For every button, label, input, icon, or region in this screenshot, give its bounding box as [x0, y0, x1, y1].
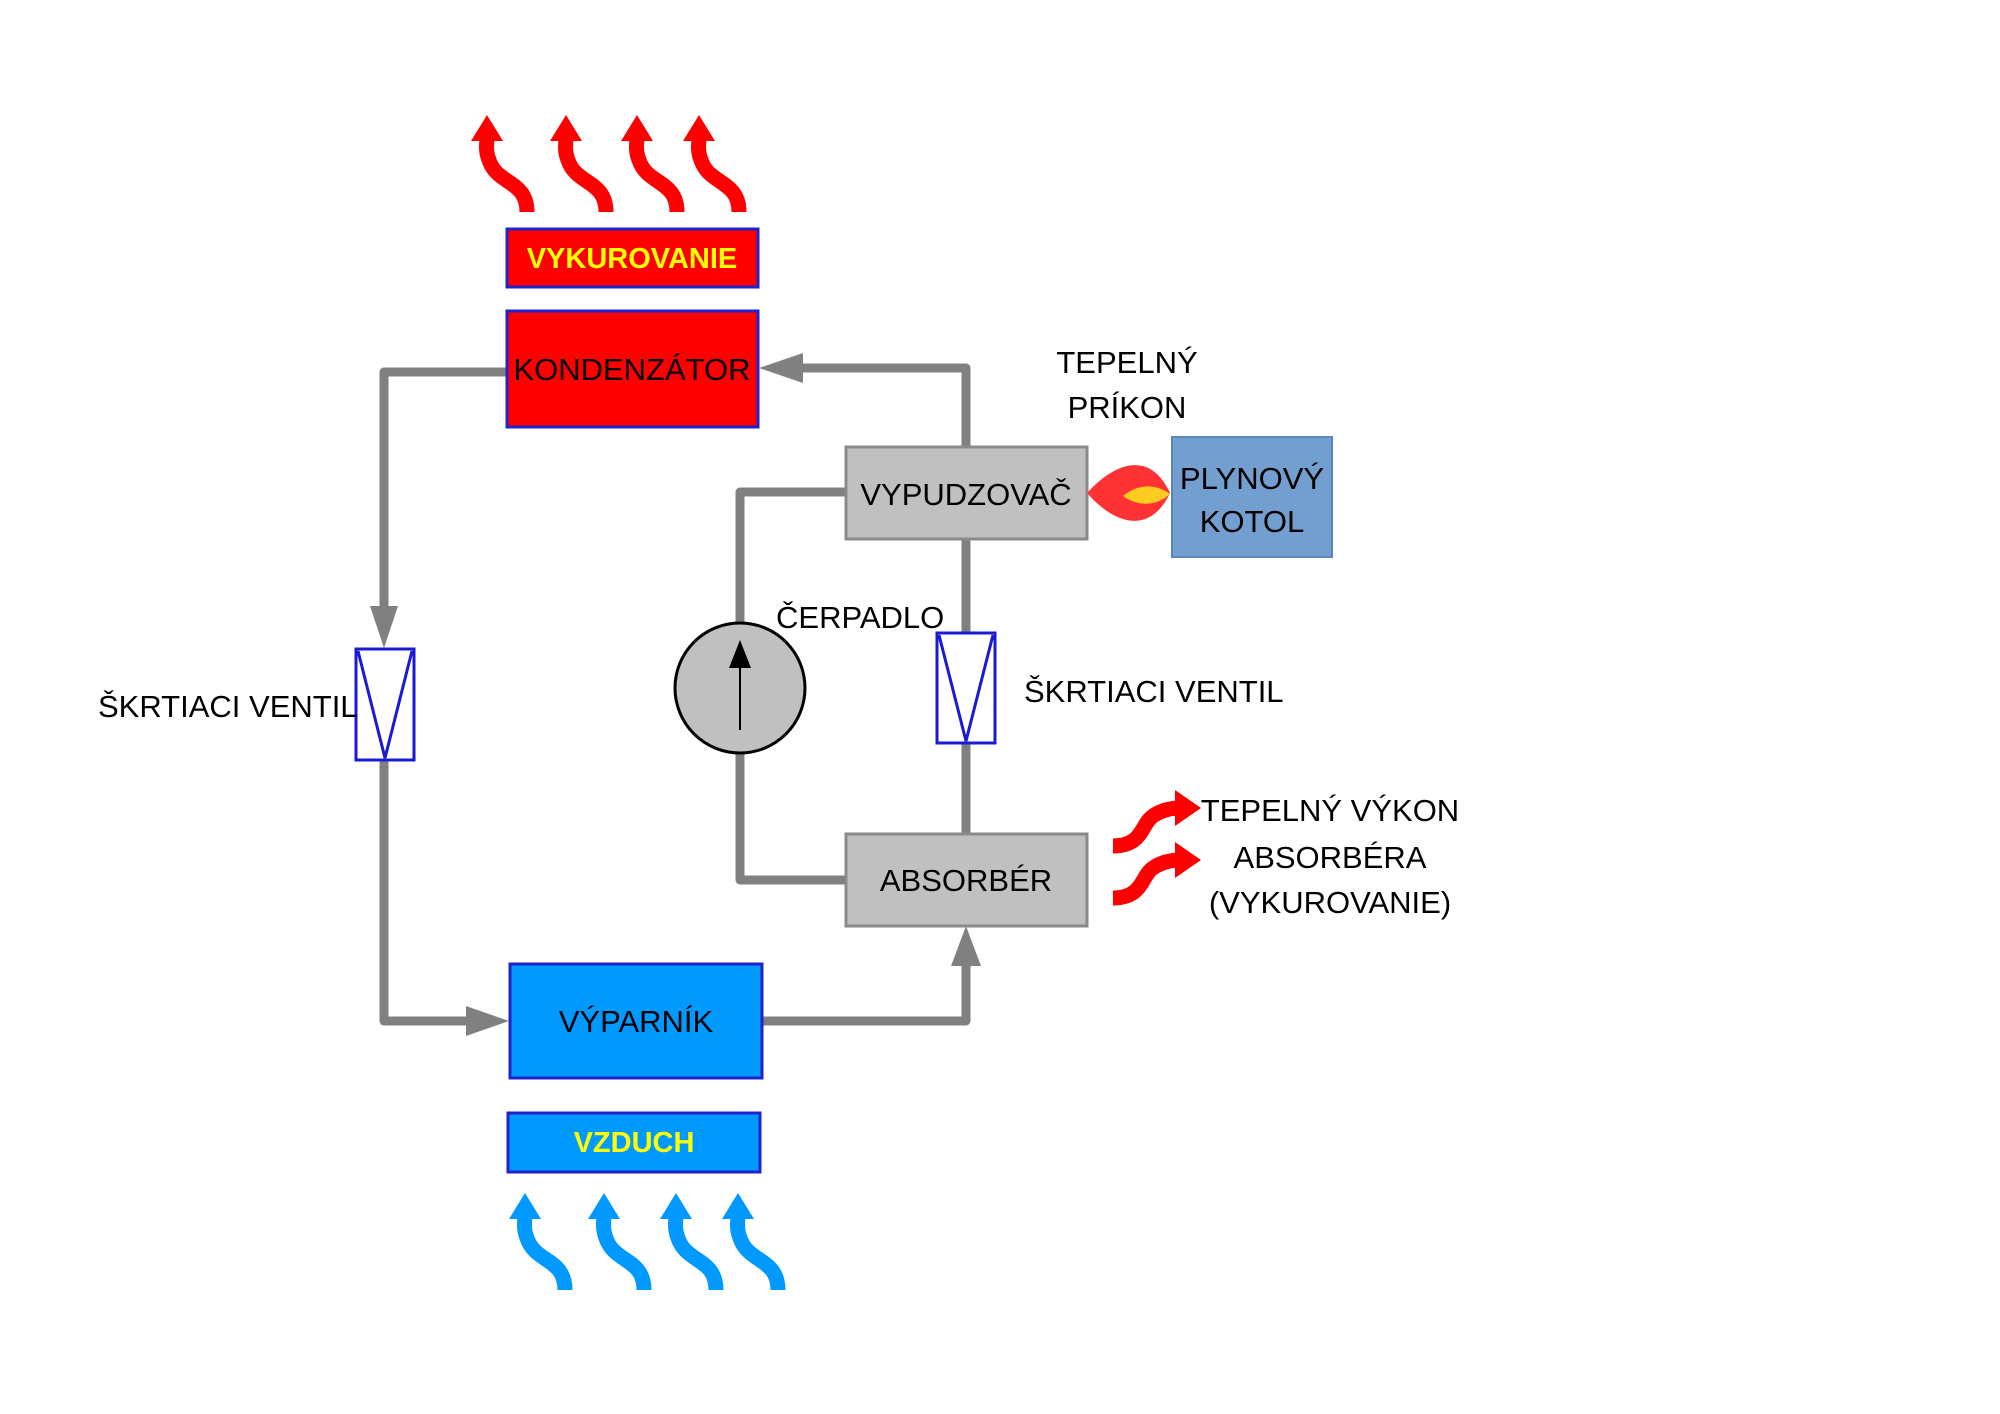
pipe-valve-to-evaporator — [379, 760, 470, 1026]
absorber-output-label-line2: ABSORBÉRA — [1234, 840, 1427, 875]
throttle-valve-left-label: ŠKRTIACI VENTIL — [98, 689, 358, 724]
wavy-arrow-up-icon — [722, 1193, 778, 1290]
pipe-generator-to-condenser — [800, 363, 971, 446]
arrow-left-into-condenser — [759, 353, 803, 383]
pipe-pump-to-absorber — [735, 753, 845, 885]
air-label: VZDUCH — [574, 1127, 695, 1159]
throttle-valve-right-icon — [935, 631, 997, 745]
gas-boiler-label-line2: KOTOL — [1200, 504, 1305, 539]
pump-icon — [673, 621, 807, 755]
wavy-arrow-up-icon — [509, 1193, 565, 1290]
arrow-down-to-left-valve — [370, 606, 398, 648]
evaporator-label: VÝPARNÍK — [559, 1004, 714, 1039]
pipe-generator-to-pump — [735, 487, 845, 623]
wavy-arrow-up-icon — [621, 115, 677, 212]
pump-label: ČERPADLO — [776, 600, 944, 635]
condenser-label: KONDENZÁTOR — [513, 352, 750, 387]
pipe-evaporator-to-absorber — [762, 962, 971, 1026]
air-label-box: VZDUCH — [506, 1111, 762, 1174]
arrow-up-into-absorber — [951, 926, 981, 966]
pipe-condenser-to-valve — [379, 367, 506, 612]
absorber-box: ABSORBÉR — [844, 832, 1089, 928]
condenser-box: KONDENZÁTOR — [505, 309, 760, 429]
absorber-heat-arrows — [1113, 790, 1201, 898]
flame-icon — [1087, 465, 1170, 521]
wavy-arrow-up-icon — [550, 115, 606, 212]
heat-input-label-line1: TEPELNÝ — [1056, 345, 1197, 380]
heat-arrows-up — [471, 115, 739, 212]
wavy-arrow-up-icon — [683, 115, 739, 212]
evaporator-box: VÝPARNÍK — [508, 962, 764, 1080]
wavy-arrow-right-icon — [1113, 790, 1201, 846]
arrow-right-into-evaporator — [466, 1006, 509, 1036]
heat-input-label-line2: PRÍKON — [1068, 390, 1187, 425]
absorber-output-label-line3: (VYKUROVANIE) — [1209, 885, 1451, 920]
wavy-arrow-up-icon — [660, 1193, 716, 1290]
wavy-arrow-up-icon — [588, 1193, 644, 1290]
gas-boiler-label-line1: PLYNOVÝ — [1180, 461, 1324, 496]
wavy-arrow-up-icon — [471, 115, 527, 212]
generator-box: VYPUDZOVAČ — [844, 445, 1089, 541]
absorber-label: ABSORBÉR — [880, 863, 1052, 898]
throttle-valve-left-icon — [354, 647, 416, 762]
generator-label: VYPUDZOVAČ — [860, 477, 1071, 512]
gas-boiler-box: PLYNOVÝ KOTOL — [1171, 436, 1333, 558]
heating-label: VYKUROVANIE — [527, 243, 738, 275]
absorber-output-label-line1: TEPELNÝ VÝKON — [1201, 793, 1459, 828]
throttle-valve-right-label: ŠKRTIACI VENTIL — [1024, 674, 1284, 709]
air-arrows-up — [509, 1193, 778, 1290]
heating-label-box: VYKUROVANIE — [505, 227, 760, 289]
